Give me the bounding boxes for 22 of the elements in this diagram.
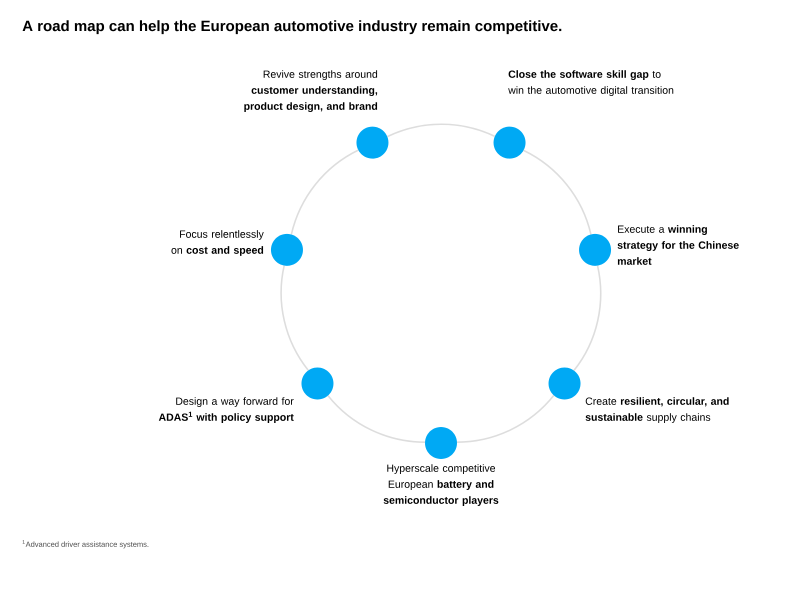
dot [425,426,457,459]
dot [494,126,526,159]
dot [301,368,334,400]
ring-arc [290,149,359,235]
ring-arc [523,150,592,235]
item-text: Design a way forward for ADAS$^{1}$ with policy support [158,397,294,423]
item-text: Create resilient, circular, and sustainable supply chains [586,397,729,423]
item-text: Execute a winning strategy for the Chinese market [618,225,739,265]
ring-arc [327,395,426,443]
ring-arc [280,265,309,371]
dot [270,234,303,266]
ring-arc [573,265,602,372]
ring-arc [386,123,496,138]
dot [356,126,388,159]
ring-arc [456,394,554,443]
dot [548,368,581,400]
item-text: Focus relentlessly on cost and speed [171,230,264,256]
item-text: Revive strengths around customer understanding, product design, and brand [244,70,378,112]
title: A road map can help the European automotive industry remain competitive. [22,20,562,34]
dot [579,234,612,266]
item-text: Hyperscale competitive European battery and semiconductor players [384,464,498,506]
item-text: Close the software skill gap to win the automotive digital transition [508,70,674,96]
